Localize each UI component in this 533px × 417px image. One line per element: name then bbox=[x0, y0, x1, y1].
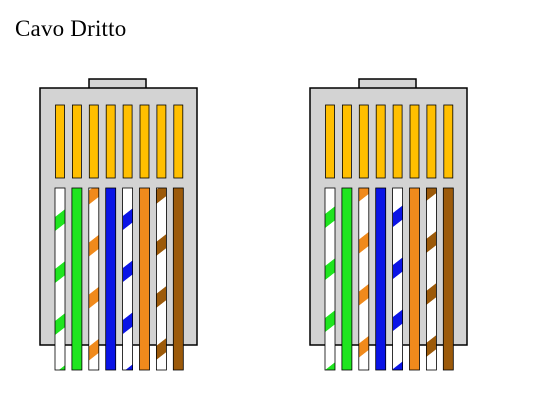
pin-2 bbox=[341, 104, 352, 179]
pin-3 bbox=[88, 104, 99, 179]
wire-4-blue bbox=[375, 187, 387, 371]
page-title: Cavo Dritto bbox=[15, 16, 127, 41]
wire-7-brown-white bbox=[155, 187, 167, 371]
pin-4 bbox=[375, 104, 386, 179]
connector-right bbox=[309, 78, 468, 371]
wire-6-orange bbox=[409, 187, 420, 371]
wire-1-green-white bbox=[54, 187, 66, 371]
pin-5 bbox=[392, 104, 403, 179]
pin-7 bbox=[426, 104, 437, 179]
connector-body bbox=[309, 87, 468, 346]
wire-4-blue bbox=[105, 187, 117, 371]
pin-3 bbox=[358, 104, 369, 179]
pin-5 bbox=[122, 104, 133, 179]
pin-8 bbox=[443, 104, 454, 179]
wire-5-blue-white bbox=[392, 187, 404, 371]
wire-2-green bbox=[71, 187, 83, 371]
pin-8 bbox=[173, 104, 184, 179]
wire-8-brown bbox=[442, 187, 454, 371]
pin-1 bbox=[325, 104, 335, 179]
wire-3-orange-white bbox=[358, 187, 370, 371]
pin-7 bbox=[156, 104, 167, 179]
wire-6-orange bbox=[139, 187, 150, 371]
pin-6 bbox=[139, 104, 150, 179]
wire-5-blue-white bbox=[122, 187, 133, 371]
pin-6 bbox=[409, 104, 420, 179]
wire-2-green bbox=[341, 187, 353, 371]
pin-2 bbox=[72, 104, 82, 179]
wire-7-brown-white bbox=[425, 187, 437, 371]
pin-1 bbox=[55, 104, 65, 179]
pin-4 bbox=[105, 104, 116, 179]
wire-1-green-white bbox=[324, 187, 336, 371]
wire-8-brown bbox=[172, 187, 184, 371]
wire-3-orange-white bbox=[88, 187, 100, 371]
connector-body bbox=[39, 87, 198, 346]
connector-left bbox=[39, 78, 198, 371]
